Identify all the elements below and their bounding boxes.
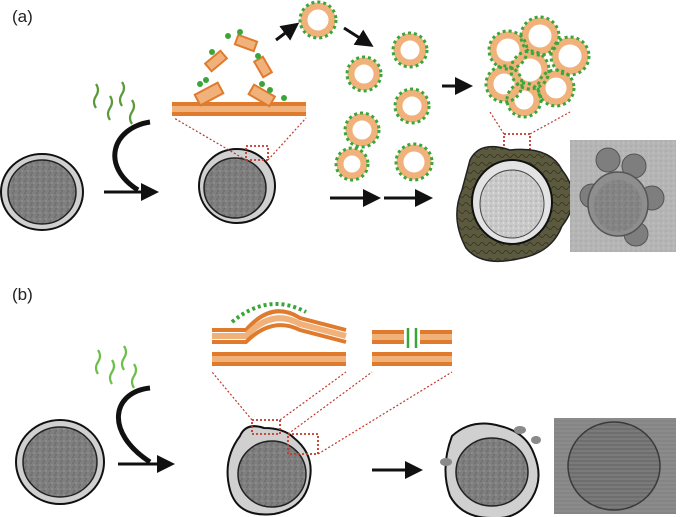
- peptide-chains-icon: [92, 81, 136, 125]
- arrow-icon: [343, 26, 374, 47]
- tem-micrograph-a: [570, 140, 676, 252]
- micelle-icon: [394, 142, 434, 182]
- bacterium-cell-attacked: [198, 148, 276, 224]
- bacterium-cell-initial: [0, 153, 84, 231]
- micelle-icon: [298, 0, 338, 40]
- arrow-icon: [275, 22, 300, 42]
- micelle-icon: [393, 87, 431, 125]
- zoom-box: [251, 419, 281, 435]
- micelle-cluster: [484, 15, 591, 119]
- micelle-icon: [345, 55, 383, 93]
- bacterium-cell-lysed: [456, 145, 574, 263]
- zoom-box: [245, 145, 269, 161]
- panel-b-label: (b): [12, 285, 33, 304]
- bacterium-cell-attacked-b: [226, 425, 312, 516]
- panel-a-label: (a): [12, 7, 33, 26]
- micelle-icon: [334, 146, 370, 182]
- bacterium-cell-leaking: [440, 422, 541, 517]
- lipid-bilayer-bulge: [212, 302, 347, 366]
- peptide-chains-icon: [94, 345, 138, 389]
- micelle-icon: [343, 111, 381, 149]
- bacterium-cell-initial-b: [15, 419, 105, 505]
- lipid-bilayer-pore: [372, 328, 452, 366]
- panel-a: (a): [0, 0, 676, 263]
- tem-micrograph-b: [554, 418, 676, 514]
- receptor-arc-icon: [112, 119, 151, 193]
- zoom-box: [287, 433, 319, 455]
- zoom-box: [503, 133, 531, 159]
- receptor-arc-icon: [116, 385, 152, 465]
- micelle-icon: [391, 31, 429, 69]
- micelle-group: [298, 0, 434, 182]
- panel-b: (b): [12, 285, 676, 517]
- lipid-bilayer-disrupted: [172, 29, 306, 116]
